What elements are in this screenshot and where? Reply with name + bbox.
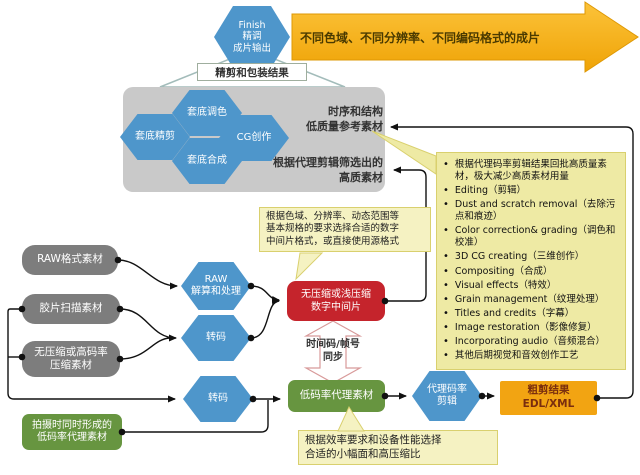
note-item: •Dust and scratch removal（去除污点和痕迹） [443,199,616,223]
conn-transcode-to-di [250,298,280,339]
conn-left-loop-to-proxy-transcode [7,308,176,403]
di-format-callout: 根据色域、分辨率、动态范围等 基本规格的要求选择合适的数字 中间片格式，或直接使… [259,207,431,253]
bullet-icon: • [443,225,449,237]
note-item: •Color correction& grading（调色和校准） [443,225,616,249]
proxy-format-callout: 根据效率要求和设备性能选择 合适的小幅面和高压缩比 [298,430,498,466]
digital-intermediate-box: 无压缩或浅压缩 数字中间片 [287,281,385,321]
bullet-icon: • [443,307,449,319]
hexagon-conform-composite: 套底合成 [172,138,242,184]
postproduction-notes-box: •根据代理码率剪辑结果回批高质量素材，极大减少高质素材用量 •Editing（剪… [436,152,626,370]
conn-cameraproxy-merge [122,400,269,433]
bullet-icon: • [443,349,449,361]
note-item: •根据代理码率剪辑结果回批高质量素材，极大减少高质素材用量 [443,159,607,183]
source-uncompressed-box: 无压缩或高码率 压缩素材 [22,341,120,377]
note-item: •3D CG creating（三维创作） [443,251,585,263]
source-raw-box: RAW格式素材 [22,245,118,275]
source-filmscan-box: 胶片扫描素材 [22,294,120,324]
rough-cut-edl-box: 粗剪结果 EDL/XML [500,381,597,415]
conn-uncompressed-to-transcode [119,337,171,360]
bullet-icon: • [443,159,449,170]
hexagon-raw-debayer: RAW 解算和处理 [181,262,251,310]
timecode-sync-label: 时间码/帧号 同步 [306,339,360,363]
bullet-icon: • [443,279,449,291]
note-item: •Incorporating audio（音频混合） [443,335,605,347]
note-item: •其他后期视觉和音效创作工艺 [443,349,579,361]
conn-raw-to-debayer [117,259,178,290]
bullet-icon: • [443,293,449,305]
high-quality-selected-label: 根据代理剪辑筛选出的 高质素材 [273,156,383,184]
note-item: •Image restoration（影像修复） [443,321,597,333]
conn-debayer-to-di [250,285,280,303]
bullet-icon: • [443,335,449,347]
note-item: •Titles and credits（字幕） [443,307,575,319]
output-arrow-shape [291,1,639,73]
note-item: •Compositing（合成） [443,265,553,277]
funnel-label: 精剪和包装结果 [197,63,307,81]
bullet-icon: • [443,265,449,277]
conn-edl-feedback-reference [390,123,634,399]
note-item: •Visual effects（特效） [443,279,557,291]
output-arrow-label: 不同色域、不同分辨率、不同编码格式的成片 [300,31,541,45]
low-quality-reference-label: 时序和结构 低质量参考素材 [306,105,383,133]
bullet-icon: • [443,199,449,211]
note-item: •Grain management（纹理处理） [443,293,605,305]
hexagon-conform-finecut: 套底精剪 [120,114,190,160]
bullet-icon: • [443,185,449,197]
source-camera-proxy-box: 拍摄时同时形成的 低码率代理素材 [22,414,122,450]
low-bitrate-proxy-box: 低码率代理素材 [288,380,385,412]
bullet-icon: • [443,251,449,263]
conn-film-to-transcode [119,308,177,342]
bullet-icon: • [443,321,449,333]
note-item: •Editing（剪辑） [443,185,526,197]
